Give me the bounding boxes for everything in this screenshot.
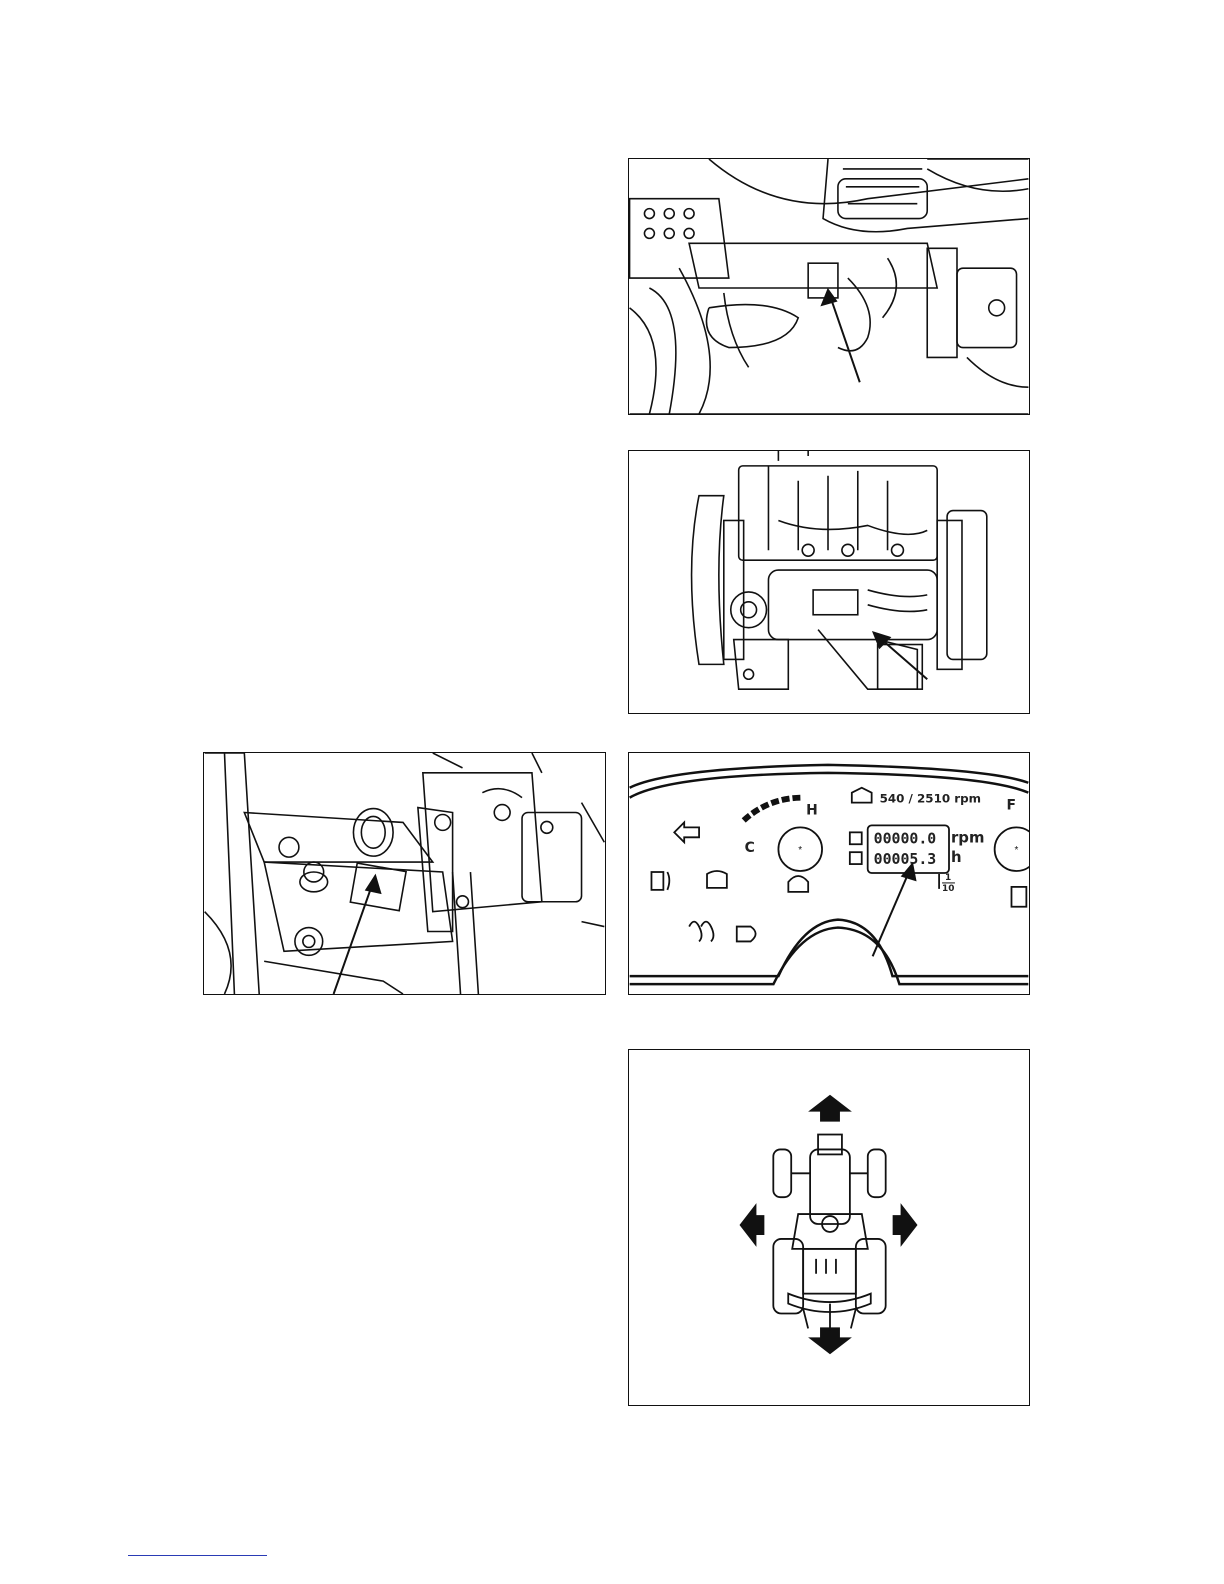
arrow-right-icon bbox=[893, 1203, 918, 1247]
arrow-forward-icon bbox=[808, 1095, 852, 1122]
temp-cold-label: C bbox=[745, 840, 755, 856]
fuel-level-icon bbox=[1011, 887, 1026, 907]
engine-figure bbox=[628, 450, 1030, 714]
gauge-center-left: * bbox=[798, 845, 802, 856]
rpm-unit-label: rpm bbox=[951, 828, 984, 846]
tractor-top-view-figure bbox=[628, 1049, 1030, 1406]
fuel-full-label: F bbox=[1007, 798, 1016, 814]
fraction-denominator: 10 bbox=[942, 884, 954, 894]
serial-plate bbox=[808, 263, 838, 298]
footer-link-underline[interactable] bbox=[128, 1555, 267, 1556]
fuel-warning-icon bbox=[651, 872, 663, 890]
pto-icon bbox=[707, 871, 727, 888]
hours-unit-label: h bbox=[951, 848, 962, 866]
transmission-drawing bbox=[204, 753, 605, 994]
pto-rpm-label: 540 / 2510 rpm bbox=[880, 792, 981, 806]
front-right-wheel bbox=[868, 1149, 886, 1197]
tractor-hood bbox=[810, 1149, 850, 1224]
arrow-left-icon bbox=[740, 1203, 765, 1247]
rpm-icon bbox=[850, 832, 862, 844]
frame-serial-plate-drawing bbox=[629, 159, 1029, 414]
coolant-temp-icon bbox=[788, 876, 808, 892]
frame-serial-plate-figure bbox=[628, 158, 1030, 415]
fraction-numerator: 1 bbox=[945, 873, 951, 883]
headlight-icon bbox=[737, 927, 756, 942]
hourglass-icon bbox=[850, 852, 862, 864]
temp-hot-label: H bbox=[806, 802, 818, 818]
transmission-figure bbox=[203, 752, 606, 995]
hours-readout: 00005.3 bbox=[874, 850, 937, 868]
dashboard-drawing: H C F 540 / 2510 rpm 00000.0 00005.3 rpm… bbox=[629, 753, 1029, 994]
pto-small-icon bbox=[852, 788, 872, 803]
glow-plug-icon bbox=[689, 922, 713, 942]
gauge-center-right: * bbox=[1015, 845, 1019, 856]
tractor-top-view-drawing bbox=[629, 1050, 1029, 1405]
engine-drawing bbox=[629, 451, 1029, 713]
front-left-wheel bbox=[773, 1149, 791, 1197]
arrow-backward-icon bbox=[808, 1327, 852, 1354]
dashboard-figure: H C F 540 / 2510 rpm 00000.0 00005.3 rpm… bbox=[628, 752, 1030, 995]
seat bbox=[803, 1249, 856, 1294]
turn-signal-icon bbox=[674, 822, 699, 842]
rpm-readout: 00000.0 bbox=[874, 829, 937, 847]
